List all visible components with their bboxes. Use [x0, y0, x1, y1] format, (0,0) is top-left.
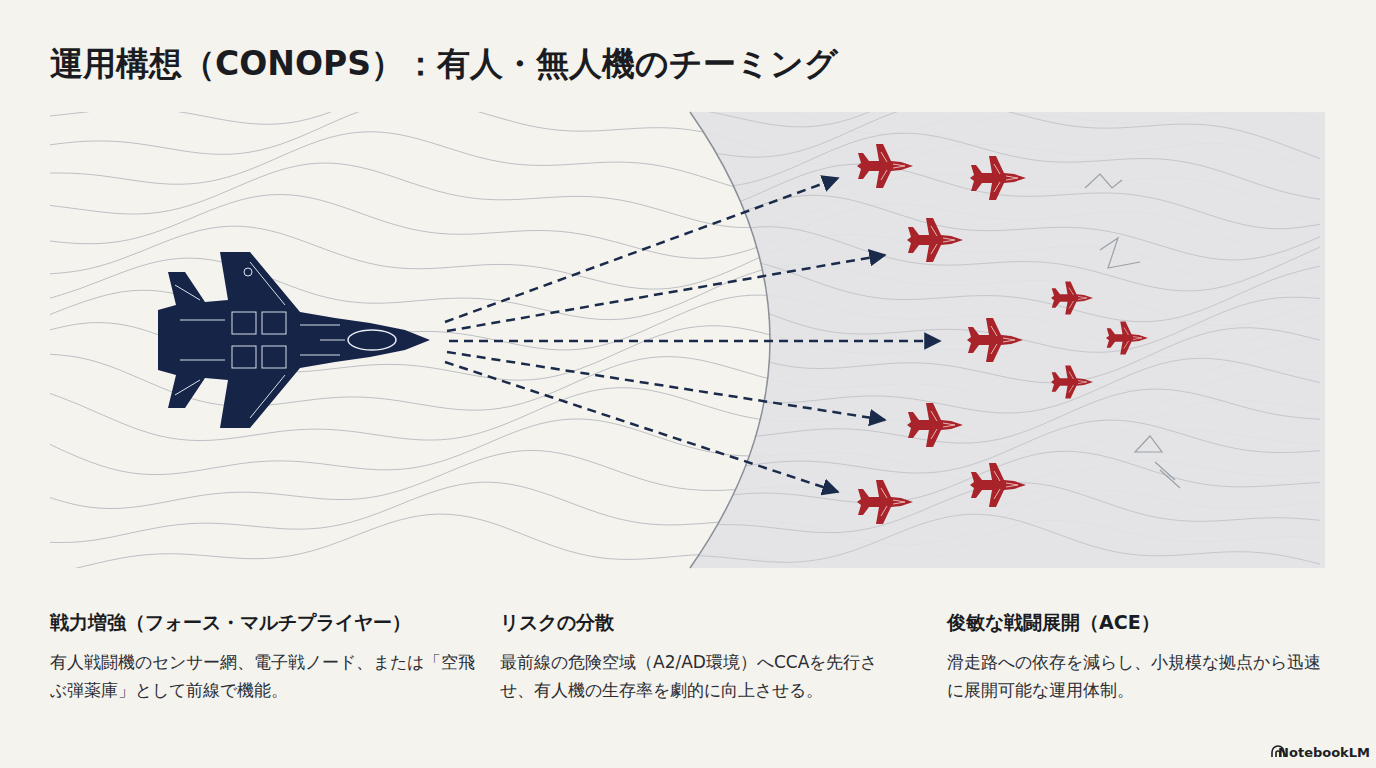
contour-line: [40, 483, 1320, 541]
cca-drone: [970, 463, 1026, 507]
contour-line: [40, 195, 1320, 260]
cca-drone: [907, 218, 963, 262]
cca-drone: [1051, 282, 1093, 315]
contour-line: [40, 419, 1320, 484]
column-heading: リスクの分散: [500, 610, 910, 635]
dashed-arrows: [445, 178, 940, 492]
contour-line: [40, 514, 1320, 573]
cca-drone: [857, 480, 913, 524]
contour-line: [40, 98, 1320, 158]
watermark: NotebookLM: [1278, 745, 1370, 762]
column-heading: 俊敏な戦闘展開（ACE）: [947, 610, 1337, 635]
contour-line: [40, 163, 1320, 228]
title: 運用構想（CONOPS）：有人・無人機のチーミング: [50, 42, 838, 87]
cca-drone: [970, 156, 1026, 200]
column-body: 有人戦闘機のセンサー網、電子戦ノード、または「空飛ぶ弾薬庫」として前線で機能。: [50, 648, 490, 704]
contour-line: [40, 131, 1320, 200]
terrain-marks: [1085, 174, 1180, 488]
column-heading: 戦力増強（フォース・マルチプライヤー）: [50, 610, 490, 635]
contour-lines: [40, 66, 1320, 573]
drones: [857, 144, 1148, 524]
cca-drone: [1106, 322, 1148, 355]
cca-drone: [857, 144, 913, 188]
fighter-jet: [158, 252, 430, 428]
cca-drone: [1051, 366, 1093, 399]
cca-drone: [967, 318, 1023, 362]
column-body: 最前線の危険空域（A2/AD環境）へCCAを先行させ、有人機の生存率を劇的に向上…: [500, 648, 910, 704]
cca-drone: [907, 403, 963, 447]
column-body: 滑走路への依存を減らし、小規模な拠点から迅速に展開可能な運用体制。: [947, 648, 1337, 704]
contour-line: [40, 451, 1320, 518]
